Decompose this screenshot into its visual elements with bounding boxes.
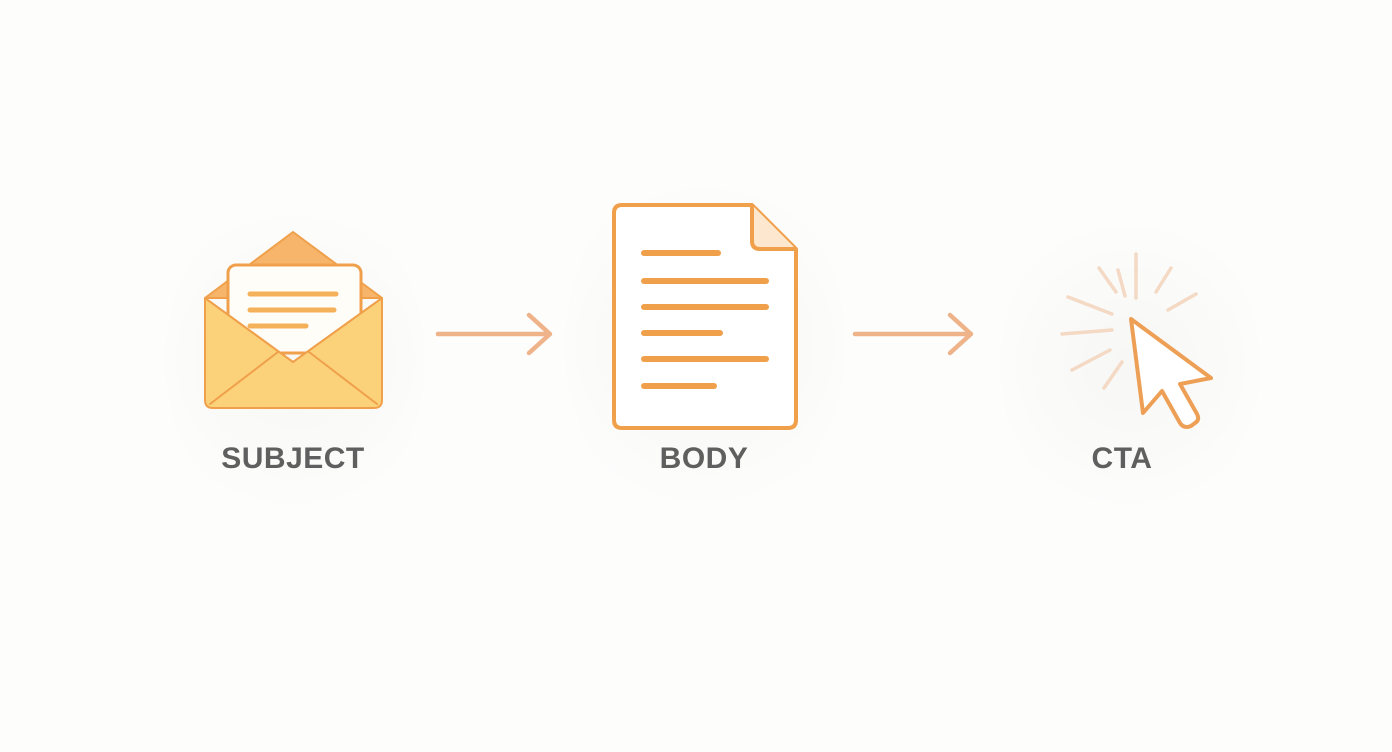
cursor-click-icon (1060, 252, 1213, 429)
step-label-subject: SUBJECT (221, 442, 365, 475)
arrow-body-to-cta (852, 312, 974, 356)
click-burst-lines (1060, 252, 1198, 390)
step-label-cta: CTA (1091, 442, 1153, 475)
step-label-body: BODY (659, 442, 749, 475)
cta-halo (1000, 210, 1260, 520)
envelope-icon (204, 231, 383, 409)
document-icon (612, 203, 798, 430)
arrow-subject-to-body (435, 312, 553, 356)
